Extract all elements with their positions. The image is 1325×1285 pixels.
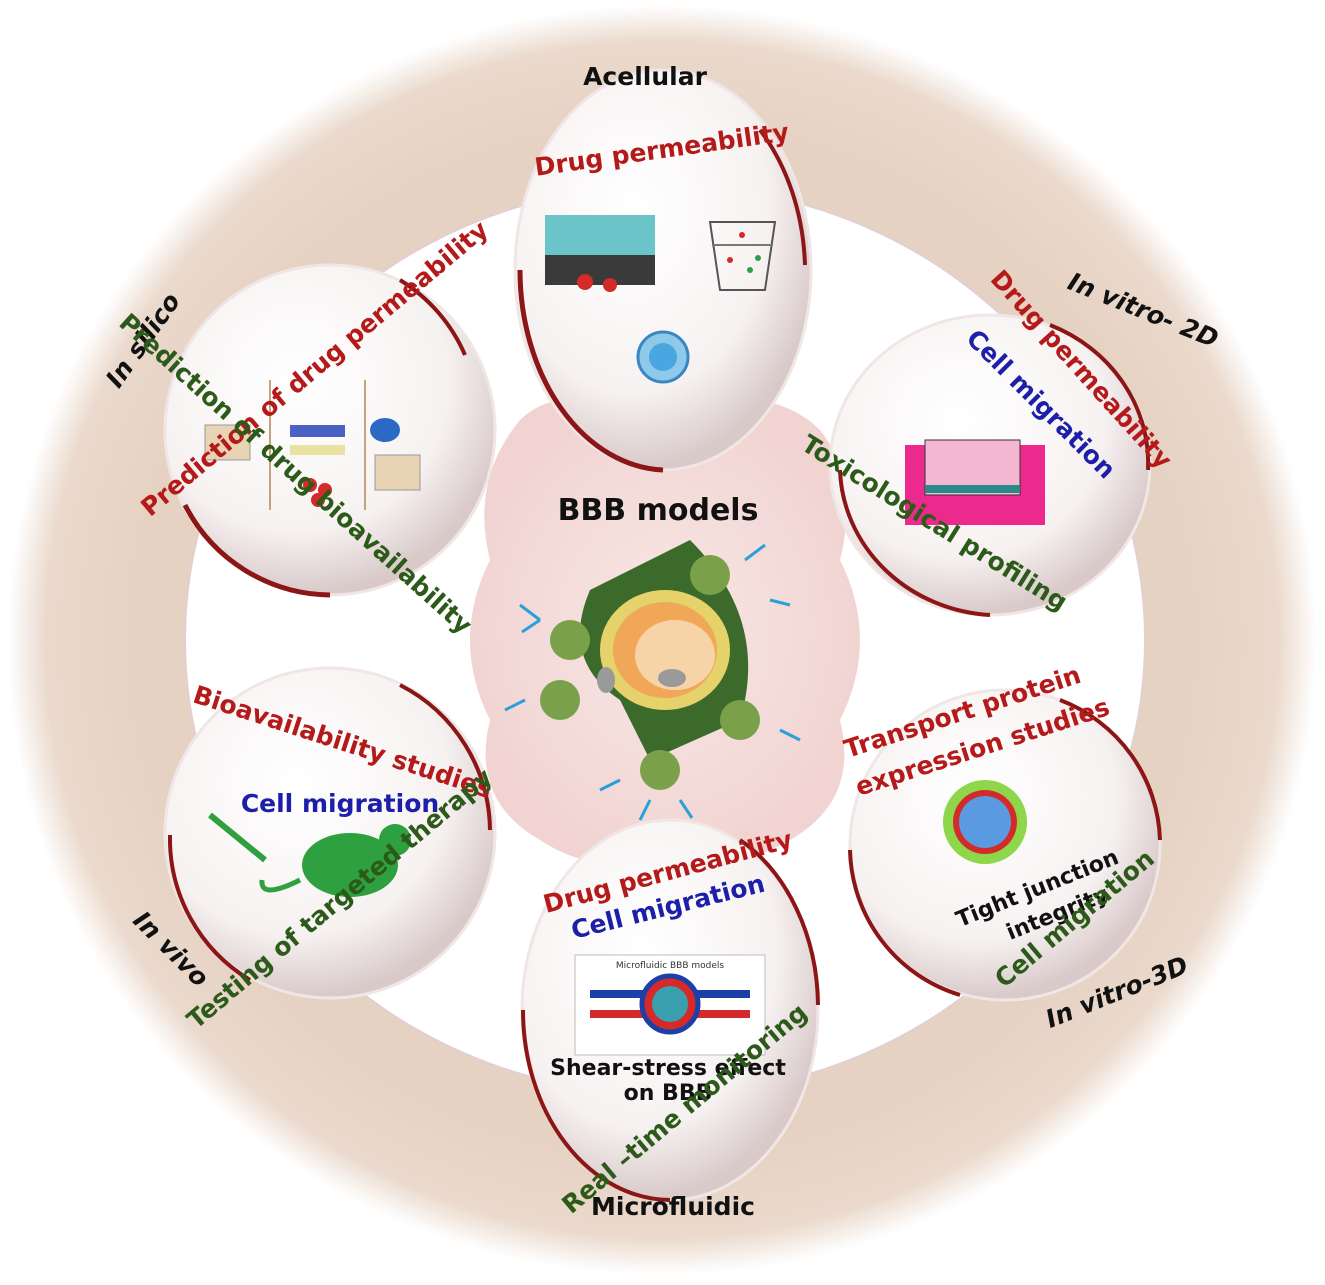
chip-inset-title: Microfluidic BBB models [616, 961, 725, 971]
microfluidic-on-bbb: on BBB [624, 1081, 713, 1106]
computer-model-icon [204, 380, 421, 510]
liposome-icon [636, 330, 690, 384]
in-vitro-2d-circle [828, 313, 1152, 617]
transwell-culture-icon [905, 439, 1045, 525]
microfluidic-shear-stress: Shear-stress effect [550, 1056, 786, 1081]
in-silico-circle [163, 263, 497, 598]
in-vitro-3d-circle [848, 688, 1162, 1002]
microfluidic-circle: Microfluidic BBB models [520, 818, 820, 1202]
category-microfluidic: Microfluidic [591, 1192, 755, 1221]
bbb-cell-illustration [504, 540, 801, 821]
lipid-membrane-icon [545, 215, 655, 292]
microfluidic-chip-icon: Microfluidic BBB models [574, 954, 766, 1056]
category-acellular: Acellular [583, 62, 707, 91]
transwell-beaker-icon [708, 221, 777, 291]
mouse-injection-icon [208, 812, 411, 897]
acellular-circle [513, 68, 813, 473]
in-vivo-cell-migration: Cell migration [241, 789, 439, 818]
spheroid-icon [943, 780, 1027, 864]
in-vivo-circle [163, 666, 497, 1000]
center-title: BBB models [558, 493, 759, 528]
